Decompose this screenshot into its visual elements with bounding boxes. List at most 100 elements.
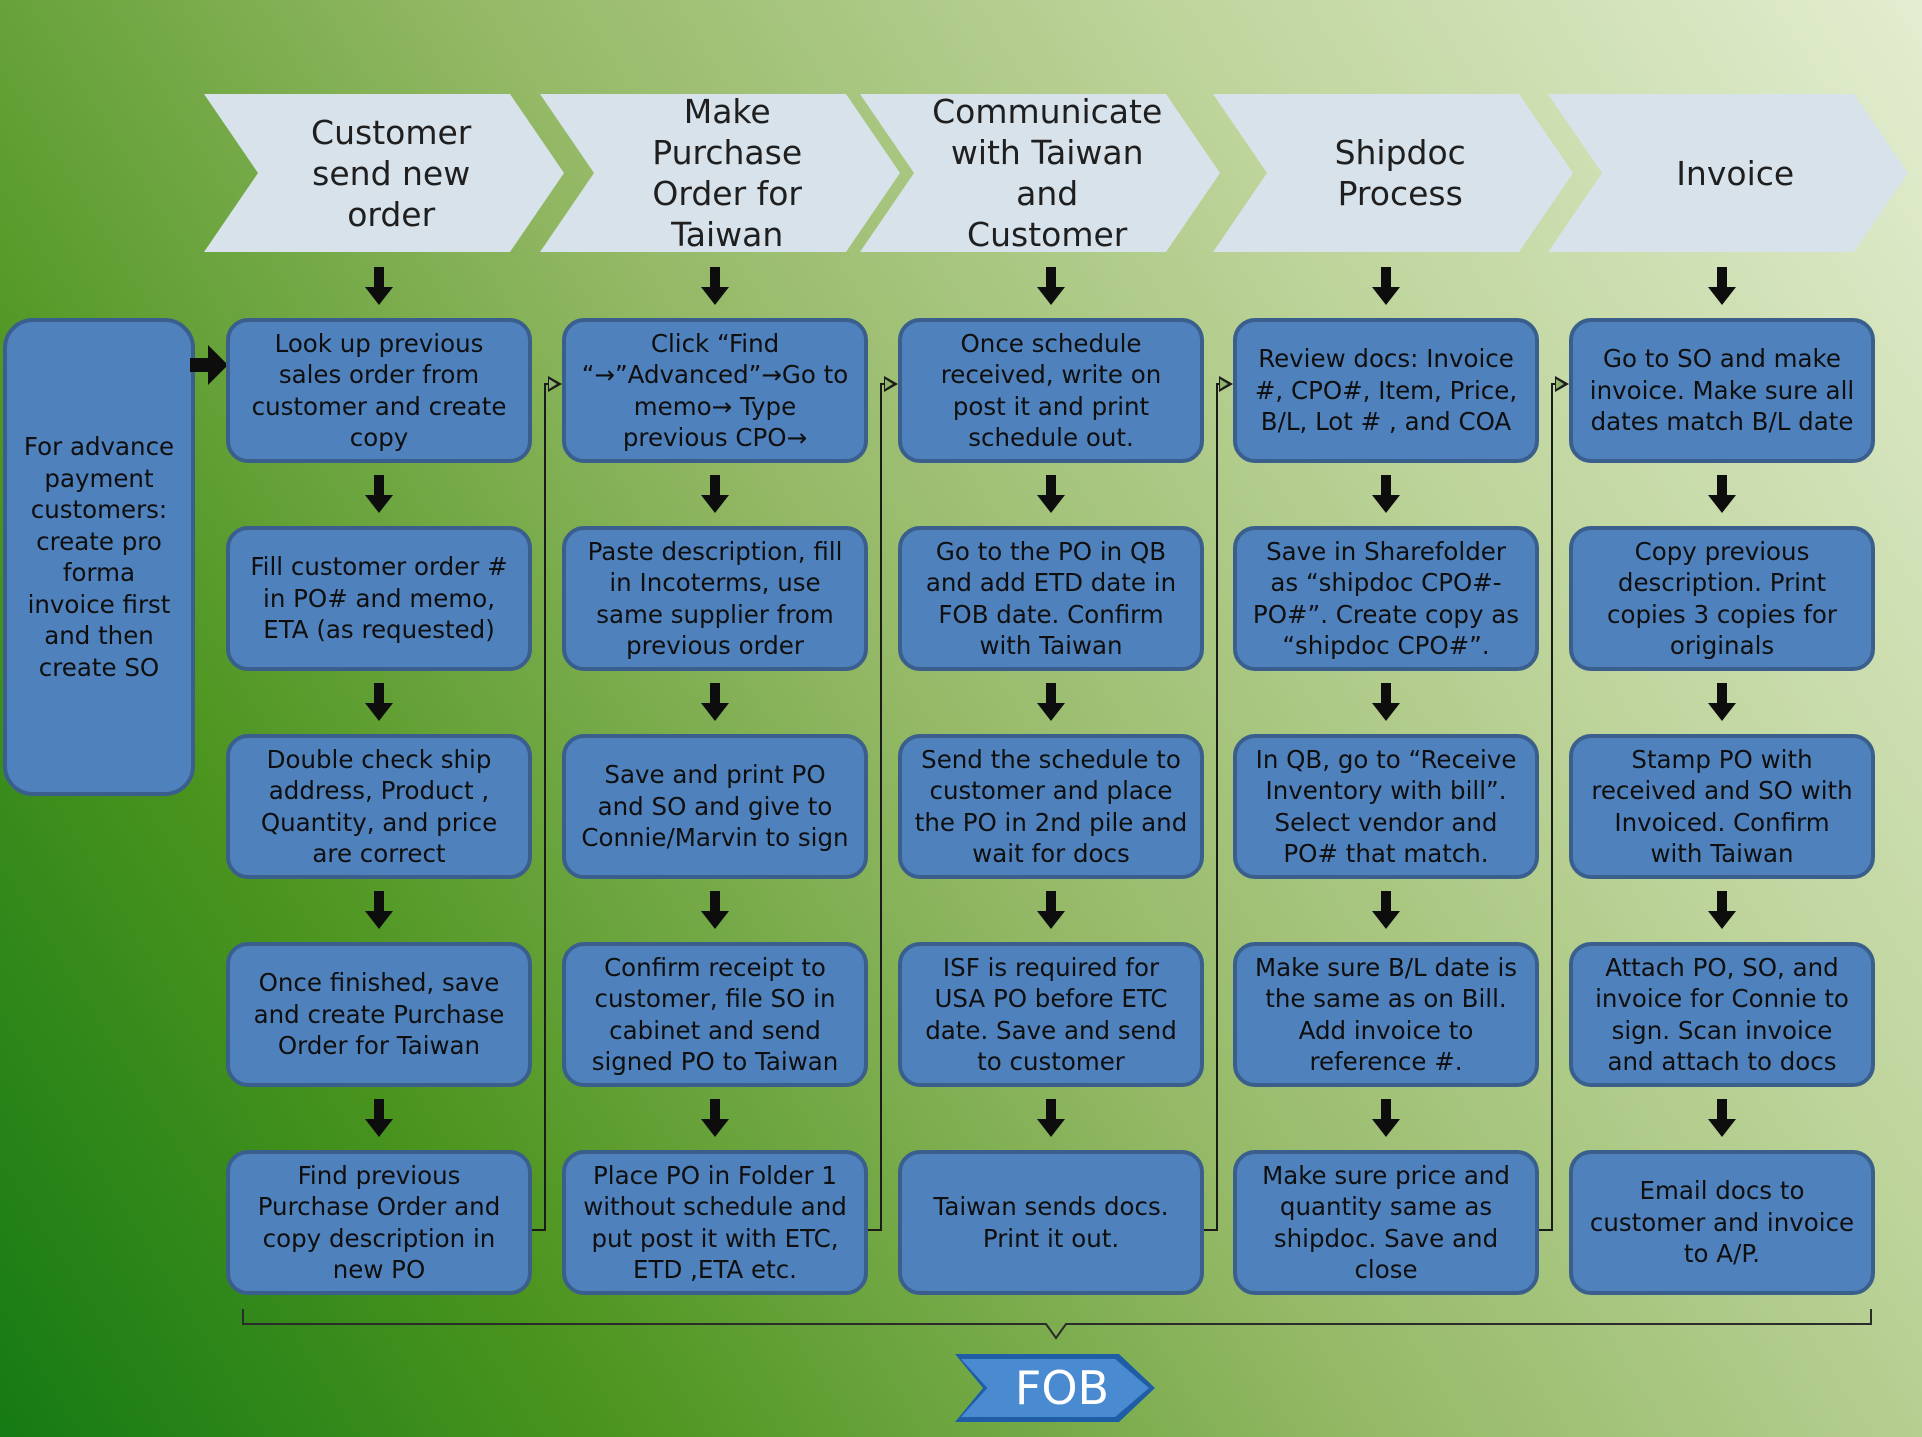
connector-line [880,382,882,1231]
down-arrow-icon [1372,683,1400,723]
process-step-text: Make sure price and quantity same as shi… [1262,1160,1510,1285]
stage-chevron-new-order: Customer send new order [204,94,564,252]
connector-line [1551,382,1557,385]
process-step-box: Make sure price and quantity same as shi… [1233,1150,1539,1295]
process-step-box: Copy previous description. Print copies … [1569,526,1875,671]
down-arrow-icon [365,267,393,307]
process-step-box: Click “Find “→”Advanced”→Go to memo→ Typ… [562,318,868,463]
process-step-text: Review docs: Invoice #, CPO#, Item, Pric… [1254,344,1518,437]
down-arrow-icon [1037,683,1065,723]
process-step-text: Find previous Purchase Order and copy de… [257,1160,501,1285]
process-step-box: Taiwan sends docs. Print it out. [898,1150,1204,1295]
process-step-text: Send the schedule to customer and place … [914,744,1188,869]
process-step-box: Send the schedule to customer and place … [898,734,1204,879]
process-step-text: Attach PO, SO, and invoice for Connie to… [1595,952,1849,1077]
down-arrow-icon [1708,475,1736,515]
process-step-text: In QB, go to “Receive Inventory with bil… [1255,744,1517,869]
stage-label: Shipdoc Process [1334,133,1466,213]
connector-line [1216,382,1221,385]
process-step-box: Once finished, save and create Purchase … [226,942,532,1087]
process-step-box: ISF is required for USA PO before ETC da… [898,942,1204,1087]
process-step-text: Once finished, save and create Purchase … [253,968,505,1061]
process-step-text: ISF is required for USA PO before ETC da… [925,952,1177,1077]
process-step-text: Go to SO and make invoice. Make sure all… [1589,344,1855,437]
stage-chevron-invoice: Invoice [1548,94,1908,252]
connector-line [544,382,546,1231]
down-arrow-icon [701,683,729,723]
down-arrow-icon [365,683,393,723]
down-arrow-icon [1708,267,1736,307]
stage-label: Make Purchase Order for Taiwan [652,92,803,254]
stage-label: Customer send new order [311,112,472,234]
fob-label: FOB [1014,1361,1110,1415]
process-step-box: Attach PO, SO, and invoice for Connie to… [1569,942,1875,1087]
down-arrow-icon [1708,891,1736,931]
process-step-box: Save in Sharefolder as “shipdoc CPO#-PO#… [1233,526,1539,671]
down-arrow-icon [365,891,393,931]
down-arrow-icon [1708,1099,1736,1139]
process-step-box: Review docs: Invoice #, CPO#, Item, Pric… [1233,318,1539,463]
process-step-box: Place PO in Folder 1 without schedule an… [562,1150,868,1295]
process-step-text: Once schedule received, write on post it… [940,328,1162,453]
process-step-box: Save and print PO and SO and give to Con… [562,734,868,879]
down-arrow-icon [1708,683,1736,723]
down-arrow-icon [1372,475,1400,515]
process-step-text: Make sure B/L date is the same as on Bil… [1254,952,1518,1077]
down-arrow-icon [701,475,729,515]
process-step-box: Go to SO and make invoice. Make sure all… [1569,318,1875,463]
process-step-box: Make sure B/L date is the same as on Bil… [1233,942,1539,1087]
process-step-text: Copy previous description. Print copies … [1607,536,1837,661]
connector-arrowhead-icon [548,375,562,392]
process-step-box: Paste description, fill in Incoterms, us… [562,526,868,671]
down-arrow-icon [365,1099,393,1139]
process-step-box: Look up previous sales order from custom… [226,318,532,463]
connector-line [544,382,550,385]
process-step-box: Go to the PO in QB and add ETD date in F… [898,526,1204,671]
connector-line [880,382,886,385]
stage-chevron-purchase-order: Make Purchase Order for Taiwan [540,94,900,252]
process-step-text: Look up previous sales order from custom… [251,328,507,453]
process-step-box: Find previous Purchase Order and copy de… [226,1150,532,1295]
connector-line [1551,382,1553,1231]
down-arrow-icon [1037,1099,1065,1139]
fob-chevron: FOB [961,1359,1149,1417]
down-arrow-icon [701,267,729,307]
connector-line [868,1228,881,1231]
connector-arrowhead-icon [1555,375,1569,392]
process-step-text: Stamp PO with received and SO with Invoi… [1591,744,1853,869]
down-arrow-icon [1037,267,1065,307]
process-step-text: Email docs to customer and invoice to A/… [1589,1176,1855,1269]
process-step-box: Email docs to customer and invoice to A/… [1569,1150,1875,1295]
connector-line [1539,1228,1552,1231]
process-step-box: Fill customer order # in PO# and memo, E… [226,526,532,671]
process-step-box: Double check ship address, Product , Qua… [226,734,532,879]
process-step-text: Save in Sharefolder as “shipdoc CPO#-PO#… [1252,536,1520,661]
down-arrow-icon [365,475,393,515]
process-step-text: Taiwan sends docs. Print it out. [933,1192,1169,1253]
connector-arrowhead-icon [884,375,898,392]
connector-line [1204,1228,1217,1231]
process-step-text: Double check ship address, Product , Qua… [260,744,498,869]
stage-label: Invoice [1676,153,1795,193]
down-arrow-icon [1372,1099,1400,1139]
connector-line [532,1228,545,1231]
advance-payment-text: For advance payment customers: create pr… [23,432,175,682]
process-step-text: Save and print PO and SO and give to Con… [581,760,849,853]
process-step-box: Once schedule received, write on post it… [898,318,1204,463]
right-arrow-icon [190,345,230,385]
connector-arrowhead-icon [1219,375,1233,392]
stage-chevron-shipdoc: Shipdoc Process [1213,94,1573,252]
process-step-text: Place PO in Folder 1 without schedule an… [583,1160,847,1285]
stage-chevron-communicate: Communicate with Taiwan and Customer [860,94,1220,252]
process-step-text: Click “Find “→”Advanced”→Go to memo→ Typ… [581,328,849,453]
process-step-text: Fill customer order # in PO# and memo, E… [250,552,508,645]
process-step-box: Confirm receipt to customer, file SO in … [562,942,868,1087]
down-arrow-icon [1372,891,1400,931]
down-arrow-icon [1037,475,1065,515]
process-step-text: Go to the PO in QB and add ETD date in F… [925,536,1177,661]
stage-label: Communicate with Taiwan and Customer [932,92,1163,254]
down-arrow-icon [701,891,729,931]
process-step-text: Paste description, fill in Incoterms, us… [587,536,843,661]
